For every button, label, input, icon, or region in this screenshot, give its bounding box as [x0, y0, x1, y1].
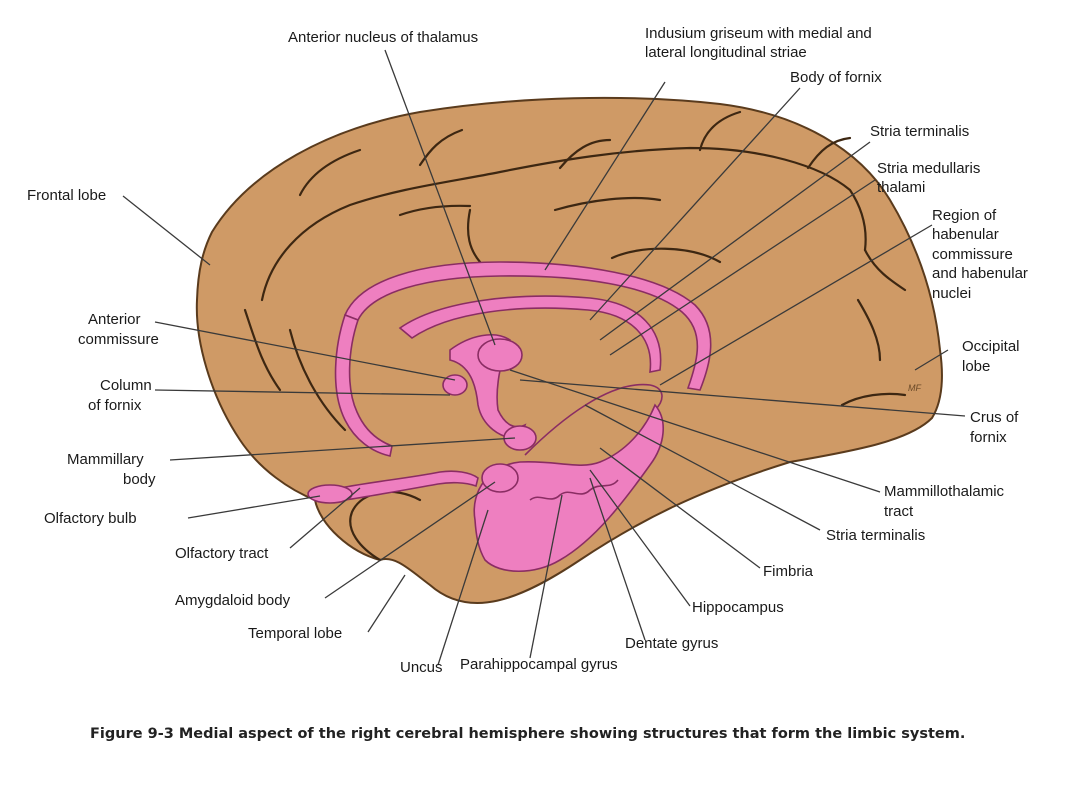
cingulate-lower-band	[334, 313, 393, 457]
label-column-of-fornix-1: Column	[100, 377, 152, 394]
temporal-pole-contour	[349, 490, 422, 562]
figure-caption: Figure 9-3 Medial aspect of the right ce…	[90, 726, 966, 742]
label-indusium-griseum-1: Indusium griseum with medial and	[645, 25, 872, 42]
stria-terminalis-arc	[524, 383, 663, 456]
label-temporal-lobe: Temporal lobe	[248, 625, 342, 642]
anterior-nucleus	[477, 338, 523, 372]
fornix-column	[449, 334, 527, 439]
fornix-body	[398, 295, 662, 374]
label-mammillothalamic-1: Mammillothalamic	[884, 483, 1005, 500]
label-parahippocampal-gyrus: Parahippocampal gyrus	[460, 656, 618, 673]
label-anterior-commissure-2: commissure	[78, 331, 159, 348]
label-anterior-nucleus-of-thalamus: Anterior nucleus of thalamus	[288, 29, 478, 46]
label-mammillary-body-1: Mammillary	[67, 451, 144, 468]
label-stria-terminalis-top: Stria terminalis	[870, 123, 969, 140]
label-habenular-2: habenular	[932, 226, 999, 243]
label-fimbria: Fimbria	[763, 563, 814, 580]
label-crus-of-fornix-2: fornix	[970, 429, 1007, 446]
label-habenular-5: nuclei	[932, 285, 971, 302]
label-indusium-griseum-2: lateral longitudinal striae	[645, 44, 807, 61]
olfactory-bulb-shape	[307, 484, 353, 504]
label-occipital-lobe-2: lobe	[962, 358, 990, 375]
limbic-structures	[307, 261, 712, 573]
label-habenular-3: commissure	[932, 246, 1013, 263]
signature-mark: MF	[908, 383, 921, 393]
leader-lines	[122, 49, 966, 666]
olfactory-tract-shape	[338, 470, 479, 501]
indusium-griseum	[343, 261, 712, 391]
label-stria-terminalis-bottom: Stria terminalis	[826, 527, 925, 544]
mammillary-body	[503, 425, 537, 451]
label-column-of-fornix-2: of fornix	[88, 397, 142, 414]
labels: Anterior nucleus of thalamus Indusium gr…	[27, 25, 1028, 676]
label-frontal-lobe: Frontal lobe	[27, 187, 106, 204]
dentate-line	[529, 479, 619, 501]
label-mammillothalamic-2: tract	[884, 503, 914, 520]
label-habenular-4: and habenular	[932, 265, 1028, 282]
label-occipital-lobe-1: Occipital	[962, 338, 1020, 355]
label-body-of-fornix: Body of fornix	[790, 69, 882, 86]
label-uncus: Uncus	[400, 659, 443, 676]
label-crus-of-fornix-1: Crus of	[970, 409, 1019, 426]
label-stria-medullaris-2: thalami	[877, 179, 925, 196]
cortical-sulci	[243, 110, 907, 432]
label-anterior-commissure-1: Anterior	[88, 311, 141, 328]
label-olfactory-bulb: Olfactory bulb	[44, 510, 137, 527]
anterior-commissure-blob	[442, 374, 468, 396]
label-olfactory-tract: Olfactory tract	[175, 545, 269, 562]
hippocampal-formation	[473, 403, 665, 573]
label-mammillary-body-2: body	[123, 471, 156, 488]
label-hippocampus: Hippocampus	[692, 599, 784, 616]
label-stria-medullaris-1: Stria medullaris	[877, 160, 980, 177]
label-dentate-gyrus: Dentate gyrus	[625, 635, 718, 652]
label-amygdaloid-body: Amygdaloid body	[175, 592, 291, 609]
label-habenular-1: Region of	[932, 207, 997, 224]
